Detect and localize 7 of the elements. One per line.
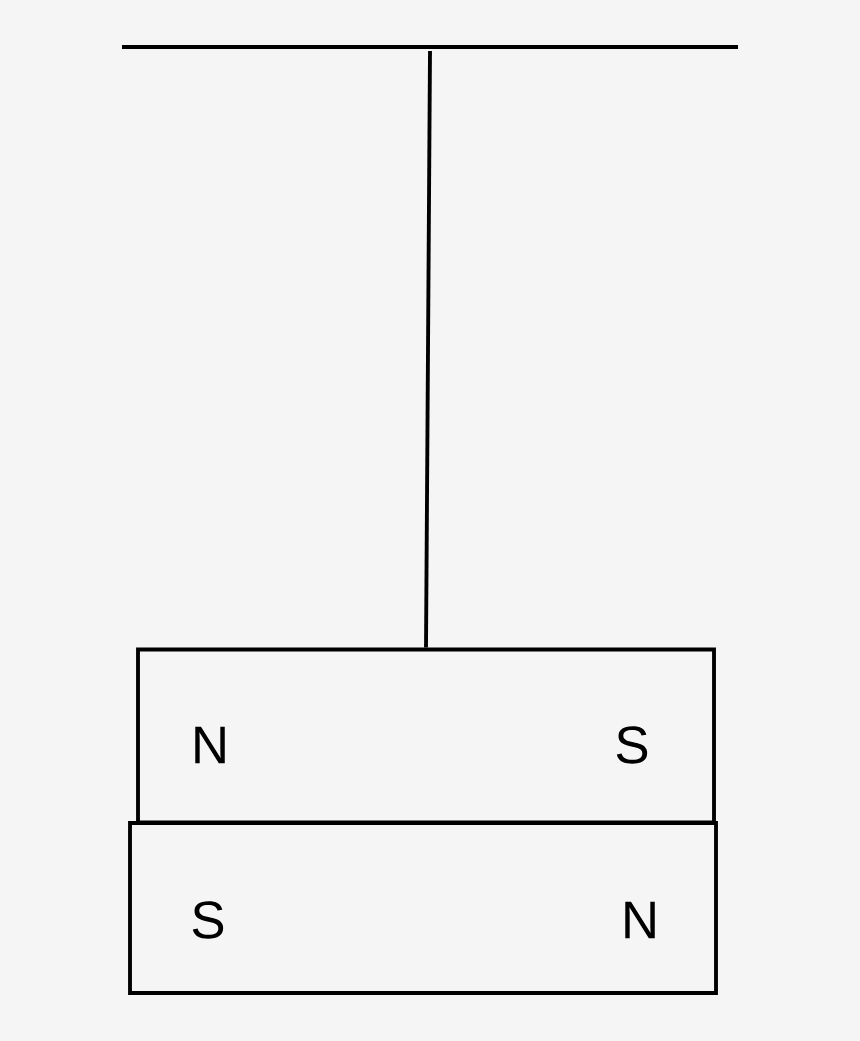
magnet-box xyxy=(128,821,718,995)
pole-letter: S xyxy=(616,726,648,764)
pole-letter: N xyxy=(195,726,225,764)
pole-letter: S xyxy=(192,901,224,939)
pole-letter: N xyxy=(625,901,655,939)
string-line xyxy=(424,50,432,648)
ceiling-bar xyxy=(122,45,738,49)
